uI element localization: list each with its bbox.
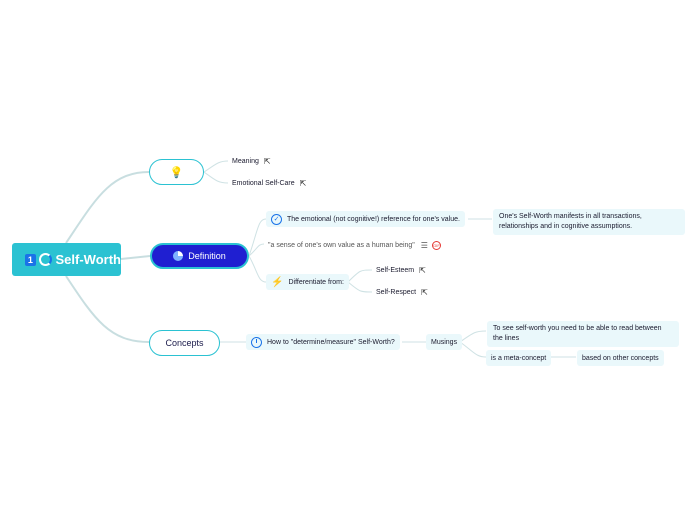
musing-read-between-lines-text: To see self-worth you need to be able to… xyxy=(493,325,662,342)
reference-note[interactable]: One's Self-Worth manifests in all transa… xyxy=(493,209,685,235)
topic-how-to-measure-label: How to "determine/measure" Self-Worth? xyxy=(267,338,395,346)
lightning-icon: ⚡ xyxy=(271,276,284,288)
topic-self-respect[interactable]: Self-Respect ⇱ xyxy=(373,285,431,299)
topic-meaning[interactable]: Meaning ⇱ xyxy=(229,154,274,168)
link-icon[interactable]: ⇱ xyxy=(421,287,428,297)
topic-musings[interactable]: Musings xyxy=(426,334,463,350)
concepts-label: Concepts xyxy=(165,338,204,348)
root-node[interactable]: 1 Self-Worth xyxy=(12,243,121,276)
link-icon[interactable]: ⇱ xyxy=(419,265,426,275)
root-number-badge: 1 xyxy=(25,253,36,266)
musing-meta-concept[interactable]: is a meta-concept xyxy=(486,350,552,366)
pie-icon xyxy=(173,251,184,261)
topic-self-esteem[interactable]: Self-Esteem ⇱ xyxy=(373,263,429,277)
concepts-branch-node[interactable]: Concepts xyxy=(149,330,220,356)
topic-emotional-reference-label: The emotional (not cognitive!) reference… xyxy=(287,215,460,223)
topic-emotional-self-care[interactable]: Emotional Self-Care ⇱ xyxy=(229,176,309,190)
topic-emotional-self-care-label: Emotional Self-Care xyxy=(232,179,295,187)
topic-differentiate-label: Differentiate from: xyxy=(288,278,344,286)
link-icon[interactable]: ⇱ xyxy=(263,156,271,166)
definition-label: Definition xyxy=(188,251,226,261)
ideas-branch-node[interactable]: 💡 xyxy=(149,159,204,185)
musing-meta-concept-label: is a meta-concept xyxy=(491,354,547,362)
note-based-on-other-concepts-label: based on other concepts xyxy=(582,354,659,362)
list-icon[interactable]: ☰ xyxy=(420,240,428,250)
link-icon[interactable]: ⇱ xyxy=(299,178,307,188)
check-icon: ✓ xyxy=(271,213,282,225)
topic-meaning-label: Meaning xyxy=(232,157,259,165)
topic-self-respect-label: Self-Respect xyxy=(376,288,417,296)
topic-differentiate[interactable]: ⚡ Differentiate from: xyxy=(266,274,349,290)
progress-ring-icon xyxy=(38,253,52,266)
gif-icon[interactable]: GIF xyxy=(431,240,441,250)
topic-how-to-measure[interactable]: How to "determine/measure" Self-Worth? xyxy=(246,334,400,350)
lightbulb-icon: 💡 xyxy=(169,166,184,179)
clock-icon xyxy=(251,336,262,348)
topic-quote-label: "a sense of one's own value as a human b… xyxy=(268,241,415,249)
note-based-on-other-concepts[interactable]: based on other concepts xyxy=(577,350,664,366)
reference-note-text: One's Self-Worth manifests in all transa… xyxy=(499,213,642,230)
definition-branch-node[interactable]: Definition xyxy=(150,243,249,269)
topic-self-esteem-label: Self-Esteem xyxy=(376,266,415,274)
topic-musings-label: Musings xyxy=(431,338,458,346)
topic-quote[interactable]: "a sense of one's own value as a human b… xyxy=(265,238,444,252)
root-title: Self-Worth xyxy=(55,252,121,267)
musing-read-between-lines[interactable]: To see self-worth you need to be able to… xyxy=(487,321,679,347)
topic-emotional-reference[interactable]: ✓ The emotional (not cognitive!) referen… xyxy=(266,211,465,227)
